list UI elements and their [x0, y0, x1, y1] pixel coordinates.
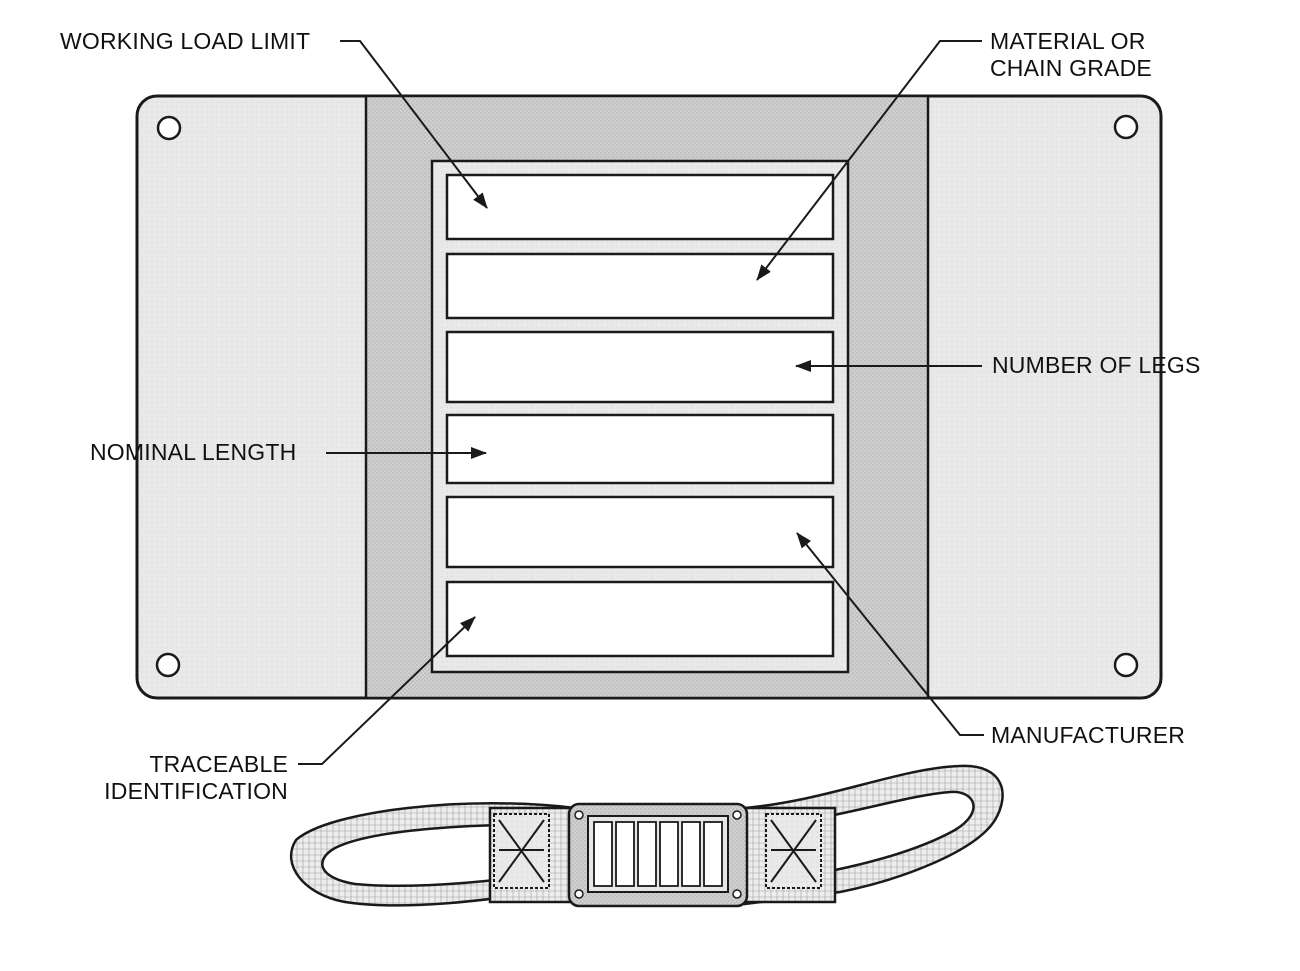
- stitch-cross-left: [498, 819, 545, 883]
- leader-working-load-limit: [340, 40, 488, 209]
- sling-tag-slot: [659, 821, 679, 887]
- label-traceable-line2: IDENTIFICATION: [104, 778, 288, 804]
- label-nominal-length: NOMINAL LENGTH: [90, 439, 296, 466]
- leader-lines: [298, 40, 984, 765]
- sling-tag-rivet: [574, 889, 584, 899]
- webbing-sling: [289, 764, 1004, 908]
- leader-traceable-id: [298, 616, 476, 765]
- mounting-hole-top-right: [1113, 114, 1139, 140]
- label-number-of-legs: NUMBER OF LEGS: [992, 352, 1201, 379]
- label-traceable-id: TRACEABLE IDENTIFICATION: [82, 751, 288, 805]
- label-nominal-length-text: NOMINAL LENGTH: [90, 439, 297, 465]
- field-number-of-legs: [445, 330, 835, 404]
- label-manufacturer: MANUFACTURER: [991, 722, 1185, 749]
- label-material-grade: MATERIAL OR CHAIN GRADE: [990, 28, 1152, 82]
- sling-tag-rivet: [732, 889, 742, 899]
- field-material-grade: [445, 252, 835, 320]
- leader-manufacturer: [796, 532, 984, 736]
- label-material-line1: MATERIAL OR: [990, 28, 1146, 54]
- sling-tag-slot: [637, 821, 657, 887]
- mounting-hole-top-left: [156, 115, 182, 141]
- identification-tag: [135, 94, 1163, 700]
- label-material-line2: CHAIN GRADE: [990, 55, 1152, 81]
- mounting-hole-bottom-left: [155, 652, 181, 678]
- sling-tag-slot: [593, 821, 613, 887]
- field-working-load-limit: [445, 173, 835, 241]
- stitch-cross-right: [770, 819, 817, 883]
- label-number-of-legs-text: NUMBER OF LEGS: [992, 352, 1201, 378]
- leader-material-grade: [756, 40, 982, 281]
- sling-tag-slot: [681, 821, 701, 887]
- sling-tag-rivet: [732, 810, 742, 820]
- mounting-hole-bottom-right: [1113, 652, 1139, 678]
- label-working-load-limit-text: WORKING LOAD LIMIT: [60, 28, 311, 54]
- sling-tag-rivet: [574, 810, 584, 820]
- label-working-load-limit: WORKING LOAD LIMIT: [60, 28, 310, 55]
- label-manufacturer-text: MANUFACTURER: [991, 722, 1186, 748]
- label-traceable-line1: TRACEABLE: [149, 751, 288, 777]
- sling-tag-slot: [703, 821, 723, 887]
- field-manufacturer: [445, 495, 835, 569]
- sling-tag-slot: [615, 821, 635, 887]
- field-nominal-length: [445, 413, 835, 485]
- field-traceable-id: [445, 580, 835, 658]
